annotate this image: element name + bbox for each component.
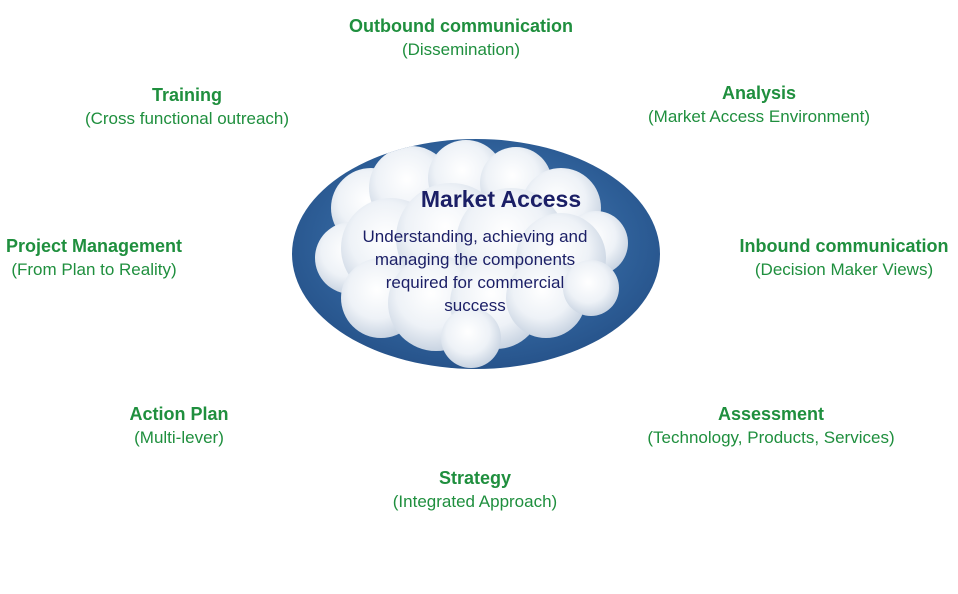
node-analysis: Analysis (Market Access Environment) [648, 81, 870, 129]
node-title: Strategy [438, 468, 512, 488]
node-subtitle: (Market Access Environment) [647, 107, 871, 126]
node-training: Training (Cross functional outreach) [85, 83, 289, 131]
node-title: Assessment [717, 404, 825, 424]
node-subtitle: (Decision Maker Views) [754, 260, 934, 279]
node-inbound-communication: Inbound communication (Decision Maker Vi… [740, 234, 949, 282]
node-title: Training [151, 85, 222, 105]
center-description: Understanding, achieving and managing th… [362, 227, 588, 315]
node-project-management: Project Management (From Plan to Reality… [6, 234, 182, 282]
node-subtitle: (Integrated Approach) [392, 492, 558, 511]
node-subtitle: (Dissemination) [401, 40, 521, 59]
node-assessment: Assessment (Technology, Products, Servic… [647, 402, 894, 450]
node-title: Outbound communication [349, 16, 573, 36]
node-title: Analysis [721, 83, 797, 103]
node-subtitle: (Technology, Products, Services) [647, 428, 895, 447]
center-title: Market Access [420, 186, 582, 212]
node-subtitle: (From Plan to Reality) [11, 260, 177, 279]
node-subtitle: (Cross functional outreach) [84, 109, 290, 128]
cloud-image [292, 139, 660, 369]
center-cloud-ellipse: Market Access Understanding, achieving a… [291, 138, 661, 370]
node-title: Inbound communication [739, 236, 949, 256]
node-outbound-communication: Outbound communication (Dissemination) [349, 14, 573, 62]
node-subtitle: (Multi-lever) [134, 428, 224, 447]
node-strategy: Strategy (Integrated Approach) [393, 466, 557, 514]
node-title: Action Plan [129, 404, 229, 424]
node-title: Project Management [5, 236, 183, 256]
node-action-plan: Action Plan (Multi-lever) [129, 402, 228, 450]
